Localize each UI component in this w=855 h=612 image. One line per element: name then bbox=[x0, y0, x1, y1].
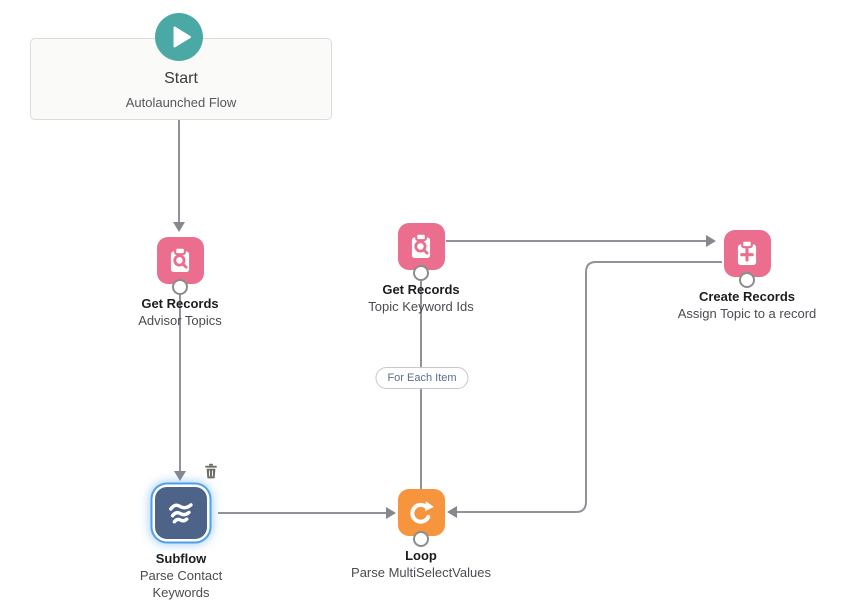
connector-label-for-each-item[interactable]: For Each Item bbox=[375, 367, 469, 389]
node-get-records-topic-keyword-ids[interactable]: Get Records Topic Keyword Ids bbox=[351, 223, 491, 315]
node-api-name: Advisor Topics bbox=[138, 313, 222, 328]
delete-icon[interactable] bbox=[204, 463, 218, 479]
arrowhead-down-getrecords1 bbox=[173, 222, 185, 232]
node-type-label: Loop bbox=[405, 548, 437, 563]
arrowhead-right-createrecords bbox=[706, 235, 716, 247]
node-get-records-advisor-topics[interactable]: Get Records Advisor Topics bbox=[110, 237, 250, 329]
record-create-icon[interactable] bbox=[723, 230, 771, 288]
node-type-label: Create Records bbox=[698, 289, 796, 304]
arrowhead-left-loop bbox=[447, 506, 457, 518]
node-type-label: Get Records bbox=[382, 282, 460, 297]
connector-port[interactable] bbox=[413, 531, 429, 547]
connector-port[interactable] bbox=[172, 279, 188, 295]
node-type-label: Subflow bbox=[155, 551, 207, 566]
connector-port[interactable] bbox=[413, 265, 429, 281]
node-api-name: Assign Topic to a record bbox=[677, 306, 817, 321]
node-type-label: Get Records bbox=[141, 296, 219, 311]
arrowhead-down-subflow bbox=[174, 471, 186, 481]
node-api-name: Parse Contact Keywords bbox=[139, 568, 223, 600]
arrowhead-right-loop bbox=[386, 507, 396, 519]
record-lookup-icon[interactable] bbox=[156, 237, 204, 295]
loop-arrow-icon[interactable] bbox=[397, 489, 445, 547]
node-create-records-assign-topic[interactable]: Create Records Assign Topic to a record bbox=[677, 230, 817, 322]
node-loop-parse-multiselectvalues[interactable]: Loop Parse MultiSelectValues bbox=[351, 489, 491, 581]
node-api-name: Parse MultiSelectValues bbox=[351, 565, 491, 580]
start-subtitle: Autolaunched Flow bbox=[125, 95, 237, 110]
connector-createrecords-to-loop bbox=[457, 261, 722, 513]
node-api-name: Topic Keyword Ids bbox=[368, 299, 474, 314]
play-icon[interactable] bbox=[155, 13, 203, 61]
connector-port[interactable] bbox=[739, 272, 755, 288]
subflow-waves-icon[interactable] bbox=[155, 487, 207, 539]
start-title: Start bbox=[164, 70, 198, 87]
node-subflow-parse-contact-keywords[interactable]: Subflow Parse Contact Keywords bbox=[111, 487, 251, 601]
record-lookup-icon[interactable] bbox=[397, 223, 445, 281]
